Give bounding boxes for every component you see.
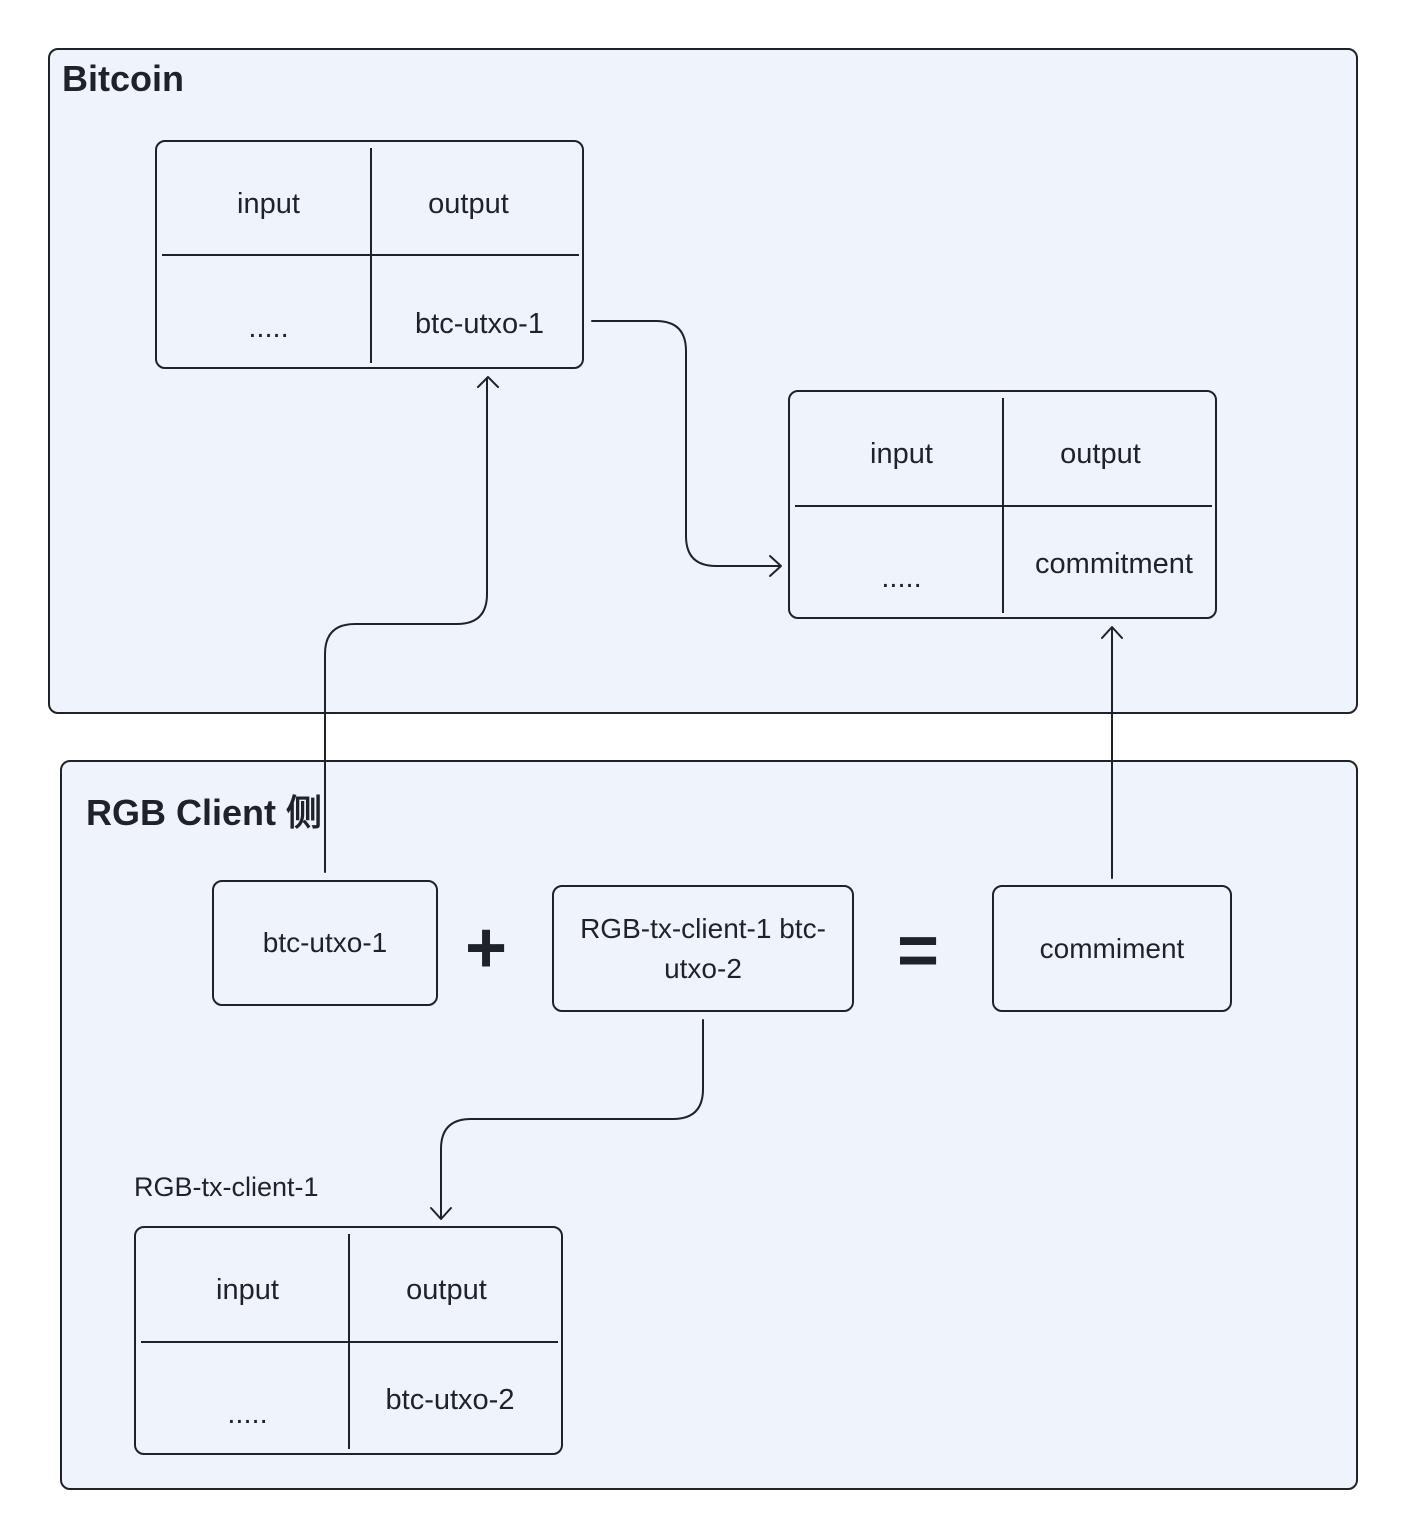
connector-utxo1-node-to-table — [324, 377, 488, 873]
rgb-tx-client-caption: RGB-tx-client-1 — [134, 1172, 319, 1202]
btc-commitment-transaction-table: input output ..... commitment — [788, 390, 1217, 619]
bitcoin-group-title: Bitcoin — [62, 58, 184, 99]
rgb-tx-client-node: RGB-tx-client-1 btc-utxo-2 — [552, 885, 854, 1012]
row-output-value: commitment — [1035, 547, 1193, 580]
arrowhead-btc-table — [477, 376, 499, 388]
arrowhead-commitment-tx — [769, 555, 782, 577]
table-divider-horizontal — [795, 505, 1212, 507]
connector-utxo1-to-commitment-tx — [591, 320, 781, 567]
plus-sign: + — [464, 908, 508, 988]
row-input-value: ..... — [248, 311, 289, 344]
table-divider-horizontal — [162, 254, 579, 256]
rgb-client-transaction-table: input output ..... btc-utxo-2 — [134, 1226, 563, 1455]
btc-utxo-1-node: btc-utxo-1 — [212, 880, 438, 1006]
commitment-node: commiment — [992, 885, 1232, 1012]
header-output: output — [406, 1273, 487, 1306]
rgb-client-group-title: RGB Client 侧 — [86, 792, 323, 833]
header-input: input — [216, 1273, 279, 1306]
header-input: input — [237, 187, 300, 220]
row-output-value: btc-utxo-1 — [415, 307, 544, 340]
header-output: output — [428, 187, 509, 220]
row-input-value: ..... — [227, 1397, 268, 1430]
row-output-value: btc-utxo-2 — [385, 1383, 515, 1416]
table-divider-horizontal — [141, 1341, 558, 1343]
header-output: output — [1060, 437, 1141, 470]
arrowhead-commitment-output — [1101, 626, 1123, 639]
rgb-client-group: RGB Client 侧 — [60, 760, 1358, 1490]
header-input: input — [870, 437, 933, 470]
equals-sign: = — [896, 911, 940, 991]
row-input-value: ..... — [881, 561, 922, 594]
connector-client-node-to-table — [440, 1019, 704, 1219]
arrowhead-client-table — [430, 1207, 452, 1220]
btc-transaction-table-1: input output ..... btc-utxo-1 — [155, 140, 584, 369]
